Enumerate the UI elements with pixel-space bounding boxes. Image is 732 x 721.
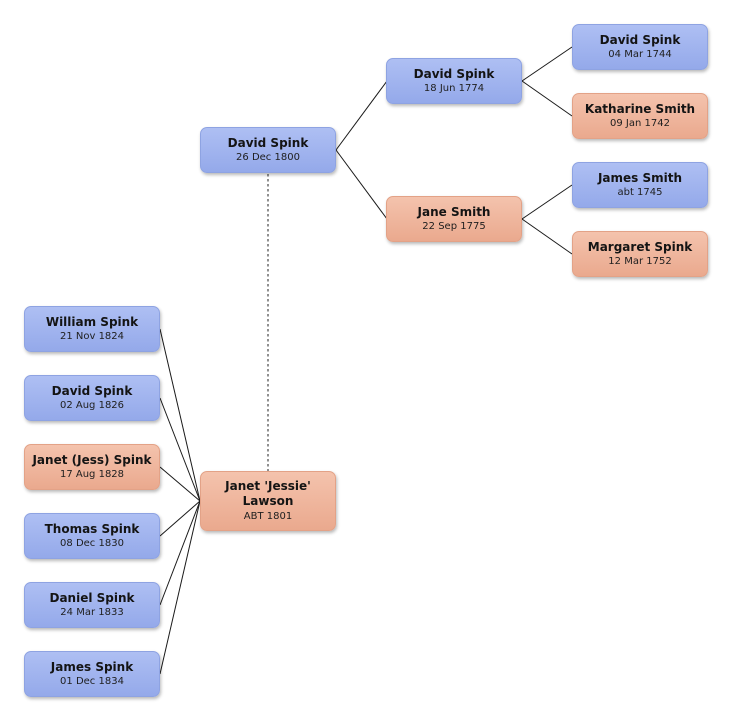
person-card-david-spink-1800[interactable]: David Spink 26 Dec 1800 <box>200 127 336 173</box>
person-name-line2: Lawson <box>242 494 294 508</box>
child-card[interactable]: David Spink 02 Aug 1826 <box>24 375 160 421</box>
person-name: David Spink <box>413 67 495 81</box>
person-date: 24 Mar 1833 <box>60 607 124 618</box>
person-name: William Spink <box>45 315 139 329</box>
person-card-david-spink-1774[interactable]: David Spink 18 Jun 1774 <box>386 58 522 104</box>
person-date: 01 Dec 1834 <box>60 676 124 687</box>
person-date: 22 Sep 1775 <box>422 221 486 232</box>
connector-line <box>159 500 201 537</box>
connector-line <box>159 466 201 502</box>
person-date: 18 Jun 1774 <box>423 83 485 94</box>
person-name: James Spink <box>50 660 134 674</box>
person-card-janet-lawson-1801[interactable]: Janet 'Jessie' Lawson ABT 1801 <box>200 471 336 531</box>
person-name: Margaret Spink <box>587 240 693 254</box>
connector-line <box>521 184 573 220</box>
person-name: Jane Smith <box>417 205 491 219</box>
connector-line <box>159 500 201 675</box>
connector-line <box>159 500 201 606</box>
person-card-james-smith-1745[interactable]: James Smith abt 1745 <box>572 162 708 208</box>
person-card-jane-smith-1775[interactable]: Jane Smith 22 Sep 1775 <box>386 196 522 242</box>
connector-line <box>335 80 388 151</box>
person-date: abt 1745 <box>617 187 663 198</box>
person-name: David Spink <box>51 384 133 398</box>
connector-line <box>521 80 573 117</box>
person-date: 12 Mar 1752 <box>608 256 672 267</box>
person-name: Janet (Jess) Spink <box>32 453 152 467</box>
person-card-david-spink-1744[interactable]: David Spink 04 Mar 1744 <box>572 24 708 70</box>
person-date: 02 Aug 1826 <box>59 400 125 411</box>
person-date: 26 Dec 1800 <box>236 152 300 163</box>
child-card[interactable]: Janet (Jess) Spink 17 Aug 1828 <box>24 444 160 490</box>
connector-line <box>159 397 201 502</box>
child-card[interactable]: William Spink 21 Nov 1824 <box>24 306 160 352</box>
person-name-line1: Janet 'Jessie' <box>225 479 311 493</box>
connector-line <box>335 149 388 220</box>
person-date: ABT 1801 <box>243 511 293 522</box>
person-card-margaret-spink-1752[interactable]: Margaret Spink 12 Mar 1752 <box>572 231 708 277</box>
connector-line <box>521 46 573 82</box>
person-date: 08 Dec 1830 <box>60 538 124 549</box>
person-name: Katharine Smith <box>584 102 696 116</box>
connector-line <box>521 218 573 255</box>
child-card[interactable]: Daniel Spink 24 Mar 1833 <box>24 582 160 628</box>
person-date: 09 Jan 1742 <box>610 118 670 129</box>
person-date: 17 Aug 1828 <box>59 469 125 480</box>
person-name: David Spink <box>227 136 309 150</box>
person-name: David Spink <box>599 33 681 47</box>
person-name: James Smith <box>597 171 683 185</box>
child-card[interactable]: Thomas Spink 08 Dec 1830 <box>24 513 160 559</box>
person-date: 04 Mar 1744 <box>608 49 672 60</box>
connector-line <box>159 328 201 502</box>
person-card-katharine-smith-1742[interactable]: Katharine Smith 09 Jan 1742 <box>572 93 708 139</box>
person-name: Daniel Spink <box>49 591 135 605</box>
person-date: 21 Nov 1824 <box>59 331 125 342</box>
child-card[interactable]: James Spink 01 Dec 1834 <box>24 651 160 697</box>
person-name: Thomas Spink <box>44 522 140 536</box>
